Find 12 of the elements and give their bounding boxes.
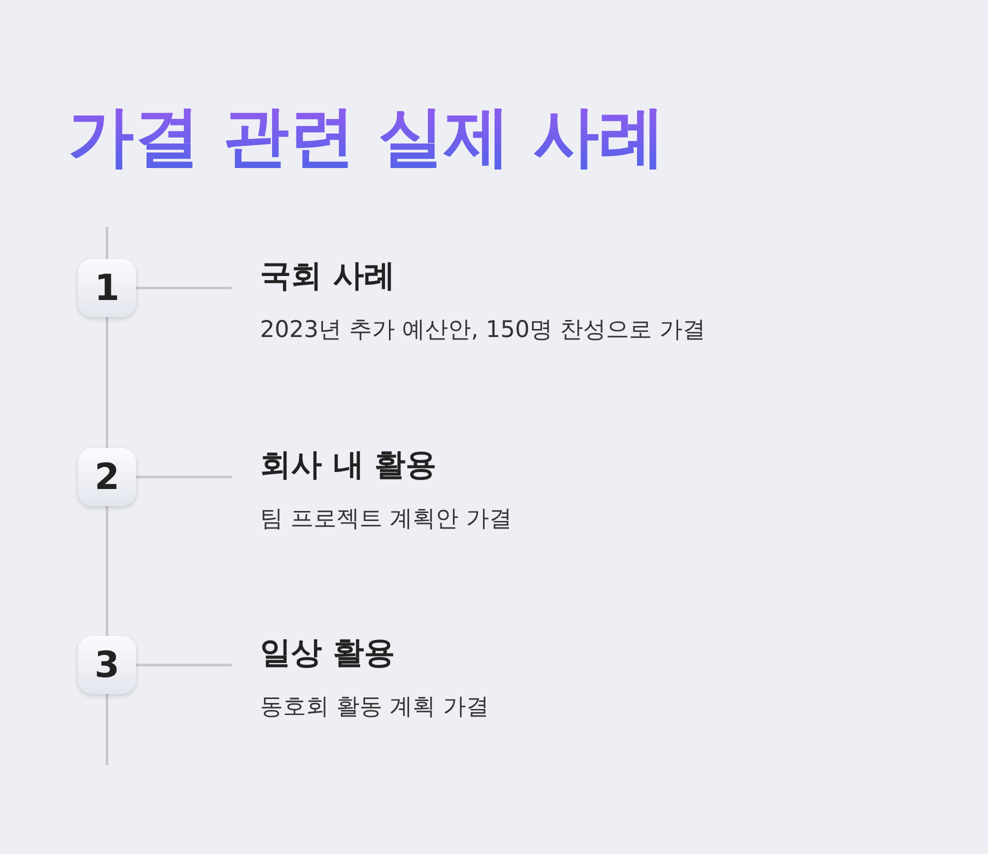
item-description: 2023년 추가 예산안, 150명 찬성으로 가결: [260, 316, 706, 345]
number-badge: 1: [78, 259, 136, 317]
item-description: 팀 프로젝트 계획안 가결: [260, 505, 512, 534]
item-heading: 국회 사례: [260, 257, 396, 296]
item-heading: 회사 내 활용: [260, 446, 438, 485]
item-description: 동호회 활동 계획 가결: [260, 693, 489, 722]
connector-line: [136, 664, 232, 666]
number-badge: 3: [78, 636, 136, 694]
item-heading: 일상 활용: [260, 634, 396, 673]
connector-line: [136, 286, 232, 290]
number-badge: 2: [78, 448, 136, 506]
connector-line: [136, 476, 232, 478]
